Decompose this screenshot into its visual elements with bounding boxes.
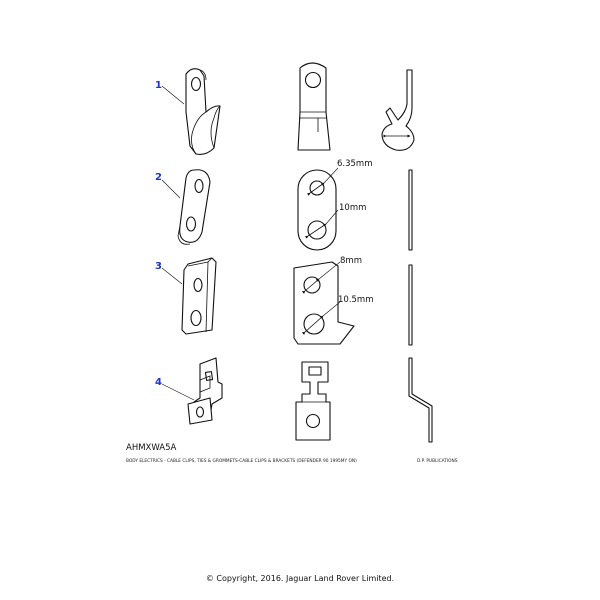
clip-2-side-view [408, 169, 413, 251]
dimension-label-8mm: 8mm [340, 256, 362, 266]
dimension-label-10-5mm: 10.5mm [338, 295, 374, 305]
copyright-notice: © Copyright, 2016. Jaguar Land Rover Lim… [205, 574, 395, 583]
clip-1-isometric [185, 68, 221, 155]
callout-4[interactable]: 4 [155, 377, 162, 388]
callout-2[interactable]: 2 [155, 172, 162, 183]
callout-1-leader [161, 85, 185, 105]
clip-3-isometric [181, 257, 217, 335]
clip-3-front-view [293, 261, 355, 345]
dimension-label-6-35mm: 6.35mm [337, 159, 373, 169]
clip-1-side-view [381, 69, 415, 151]
clip-1-front-view [297, 62, 331, 151]
callout-3-leader [161, 267, 183, 285]
illustration-reference: AHMXWA5A [126, 443, 177, 453]
callout-1[interactable]: 1 [155, 80, 162, 91]
clip-2-front-view [297, 167, 339, 251]
caption-publisher: D.P. PUBLICATIONS [417, 459, 458, 464]
dimension-label-10mm: 10mm [339, 203, 367, 213]
callout-3[interactable]: 3 [155, 261, 162, 272]
clip-4-front-view [295, 361, 331, 441]
callout-2-leader [161, 179, 181, 199]
clip-4-side-view [408, 357, 433, 443]
clip-4-isometric [187, 357, 223, 425]
caption-title: BODY ELECTRICS - CABLE CLIPS, TIES & GRO… [126, 459, 357, 464]
clip-2-isometric [177, 169, 211, 245]
callout-4-leader [161, 383, 195, 401]
clip-3-side-view [408, 264, 413, 346]
